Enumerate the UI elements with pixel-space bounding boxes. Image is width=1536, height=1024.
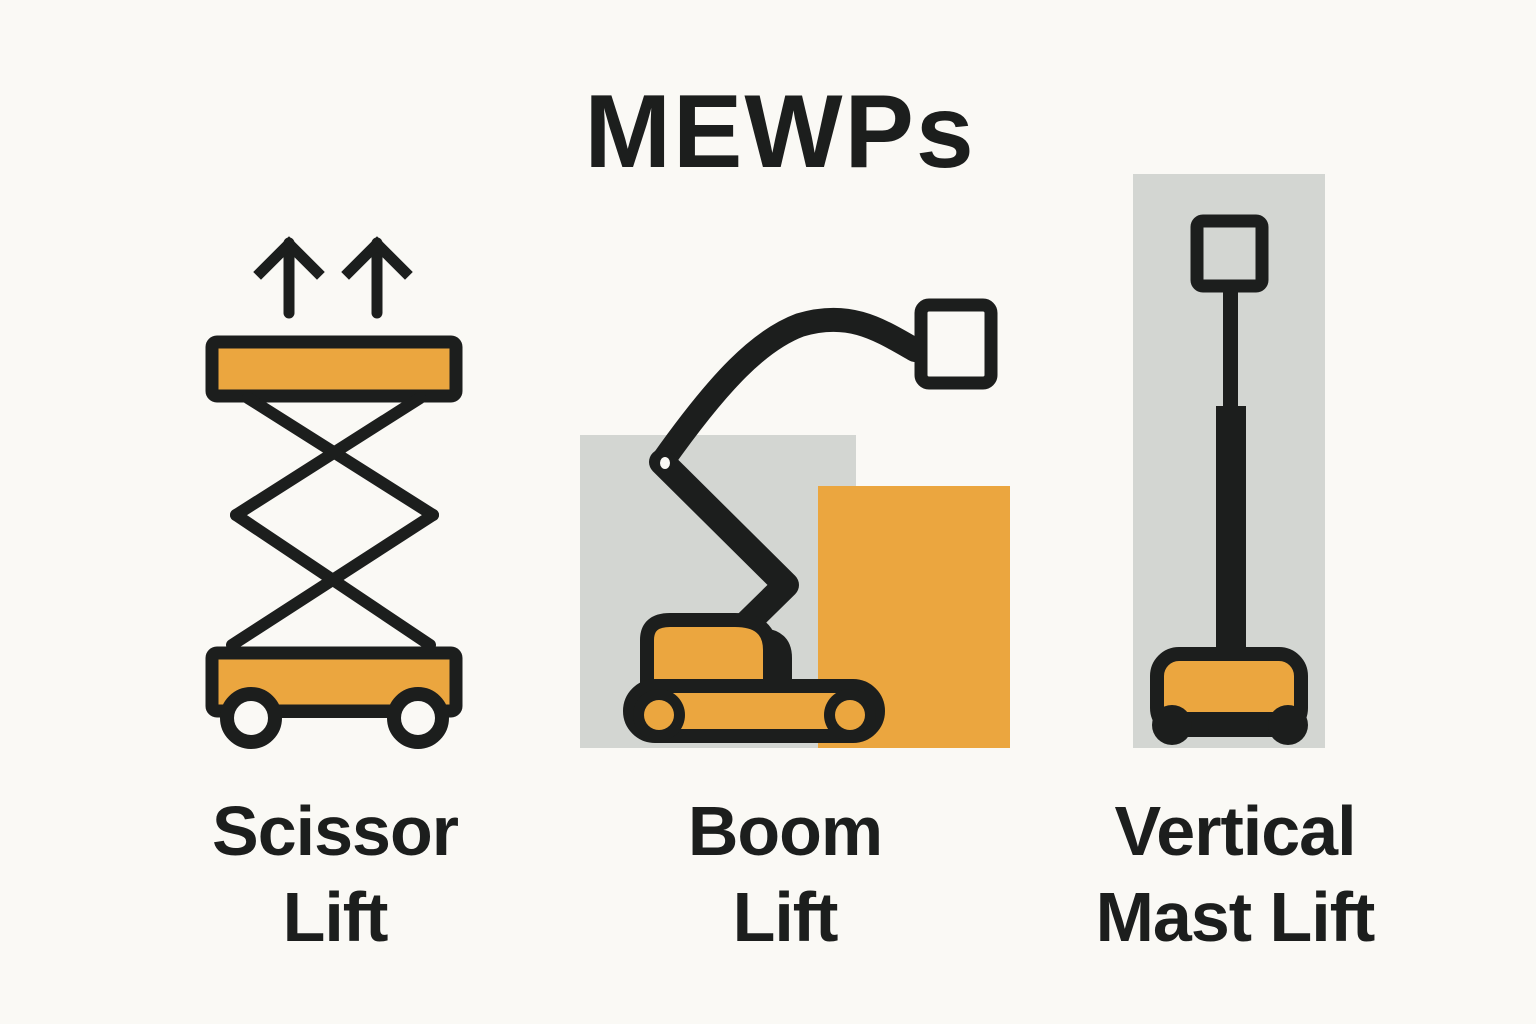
label-line-1: Vertical (1114, 792, 1356, 870)
label-vertical-mast-lift: Vertical Mast Lift (1060, 788, 1410, 960)
label-line-2: Lift (732, 878, 839, 956)
boom-lift-icon (580, 298, 1010, 748)
label-line-2: Lift (282, 878, 389, 956)
up-arrow-icon (341, 236, 413, 319)
page-title: MEWPs (584, 74, 976, 190)
scissor-lift-icon (205, 236, 463, 749)
label-boom-lift: Boom Lift (640, 788, 930, 960)
label-line-1: Scissor (212, 792, 459, 870)
label-line-1: Boom (687, 792, 883, 870)
vertical-mast-lift-icon (1133, 174, 1325, 748)
label-line-2: Mast Lift (1095, 878, 1376, 956)
up-arrow-icon (253, 236, 325, 319)
label-scissor-lift: Scissor Lift (180, 788, 490, 960)
